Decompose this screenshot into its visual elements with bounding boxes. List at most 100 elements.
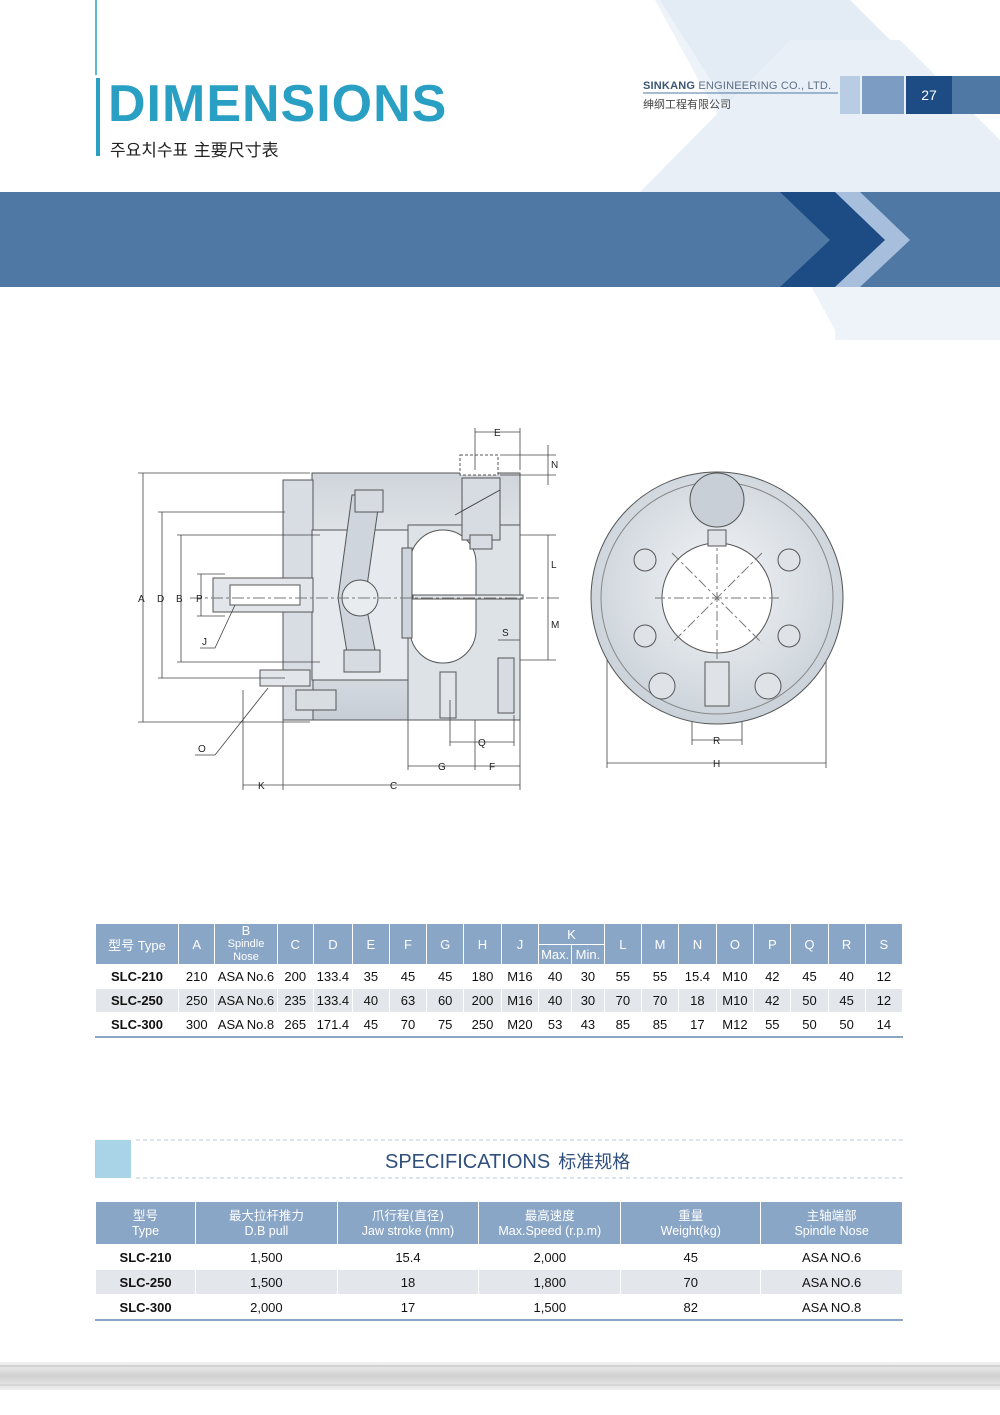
label-L: L <box>551 560 557 571</box>
table-cell: 171.4 <box>312 1012 353 1038</box>
spec-header-cn: 最高速度 <box>524 1207 575 1223</box>
model-cell: SLC-210 <box>95 964 179 989</box>
label-Q: Q <box>478 738 486 749</box>
front-view <box>590 471 844 725</box>
header-J: J <box>500 923 540 965</box>
header-D: D <box>312 923 353 965</box>
model-cell: SLC-300 <box>95 1012 179 1038</box>
table-cell: 40 <box>538 988 573 1013</box>
model-cell: SLC-250 <box>95 988 179 1013</box>
table-cell: 17 <box>336 1294 480 1321</box>
spec-header-cn: 爪行程(直径) <box>371 1207 445 1223</box>
header-C: C <box>276 923 314 965</box>
header-M: M <box>640 923 680 965</box>
table-cell: 50 <box>790 988 829 1013</box>
label-M: M <box>551 620 559 631</box>
table-cell: 2,000 <box>195 1294 338 1321</box>
label-J: J <box>202 637 207 648</box>
header-S: S <box>864 923 904 965</box>
table-cell: ASA No.8 <box>214 1012 278 1038</box>
table-cell: 15.4 <box>336 1244 480 1270</box>
table-cell: 200 <box>276 964 314 989</box>
company-name: SINKANG ENGINEERING CO., LTD. <box>643 80 831 92</box>
header-type: 型号 Type <box>95 923 179 965</box>
page-subtitle: 주요치수표 主要尺寸表 <box>110 141 279 161</box>
spec-header-cell: 爪行程(直径)Jaw stroke (mm) <box>336 1201 480 1245</box>
table-cell: 18 <box>678 988 717 1013</box>
label-O: O <box>198 744 206 755</box>
table-cell: 1,500 <box>195 1269 338 1295</box>
table-cell: 45 <box>827 988 866 1013</box>
table-cell: 14 <box>864 1012 904 1038</box>
table-cell: 50 <box>827 1012 866 1038</box>
table-cell: 55 <box>603 964 642 989</box>
table-cell: 53 <box>538 1012 573 1038</box>
table-cell: 17 <box>678 1012 717 1038</box>
table-cell: 30 <box>571 988 605 1013</box>
label-S: S <box>502 628 509 639</box>
label-A: A <box>138 594 145 605</box>
table-cell: 85 <box>603 1012 642 1038</box>
specifications-title-cn: 标准规格 <box>558 1152 631 1173</box>
page-number: 27 <box>921 87 937 103</box>
spec-header-en: Weight(kg) <box>660 1223 721 1238</box>
header-R: R <box>827 923 866 965</box>
table-cell: 1,500 <box>478 1294 622 1321</box>
table-cell: 18 <box>336 1269 480 1295</box>
table-cell: 42 <box>753 988 792 1013</box>
table-cell: 30 <box>571 964 605 989</box>
table-cell: 1,800 <box>478 1269 622 1295</box>
header-K: K <box>538 923 605 945</box>
table-cell: 12 <box>864 964 904 989</box>
table-cell: ASA No.6 <box>214 964 278 989</box>
dimension-lines <box>138 428 827 790</box>
table-cell: 45 <box>620 1244 762 1270</box>
company-name-bold: SINKANG <box>643 80 696 92</box>
label-C: C <box>390 781 397 792</box>
header-Q: Q <box>790 923 829 965</box>
spec-header-cn: 主轴端部 <box>806 1207 857 1223</box>
spec-header-cn: 最大拉杆推力 <box>228 1207 304 1223</box>
table-cell: 63 <box>388 988 428 1013</box>
table-cell: 15.4 <box>678 964 717 989</box>
specifications-title-en: SPECIFICATIONS <box>385 1151 551 1173</box>
spec-header-en: D.B pull <box>244 1223 289 1238</box>
table-cell: 45 <box>426 964 465 989</box>
table-cell: 85 <box>640 1012 680 1038</box>
table-cell: 55 <box>753 1012 792 1038</box>
header-O: O <box>715 923 755 965</box>
table-cell: 45 <box>790 964 829 989</box>
table-cell: 75 <box>426 1012 465 1038</box>
table-cell: 82 <box>620 1294 762 1321</box>
spec-header-en: Max.Speed (r.p.m) <box>498 1223 602 1238</box>
model-cell: SLC-300 <box>94 1294 197 1321</box>
header-G: G <box>426 923 465 965</box>
label-H: H <box>713 759 720 770</box>
table-cell: ASA NO.6 <box>760 1269 903 1295</box>
header-K-max: Max. <box>538 944 573 965</box>
table-cell: 235 <box>276 988 314 1013</box>
spec-header-cn: 重量 <box>678 1207 704 1223</box>
label-P: P <box>196 594 203 605</box>
table-cell: 180 <box>463 964 502 989</box>
table-cell: 43 <box>571 1012 605 1038</box>
specifications-title: SPECIFICATIONS 标准规格 <box>385 1148 630 1174</box>
diagram-label-group: A D B P J O K C E N L M S Q G F R H <box>138 428 720 792</box>
label-B: B <box>176 594 183 605</box>
table-cell: 265 <box>276 1012 314 1038</box>
table-cell: M20 <box>500 1012 540 1038</box>
